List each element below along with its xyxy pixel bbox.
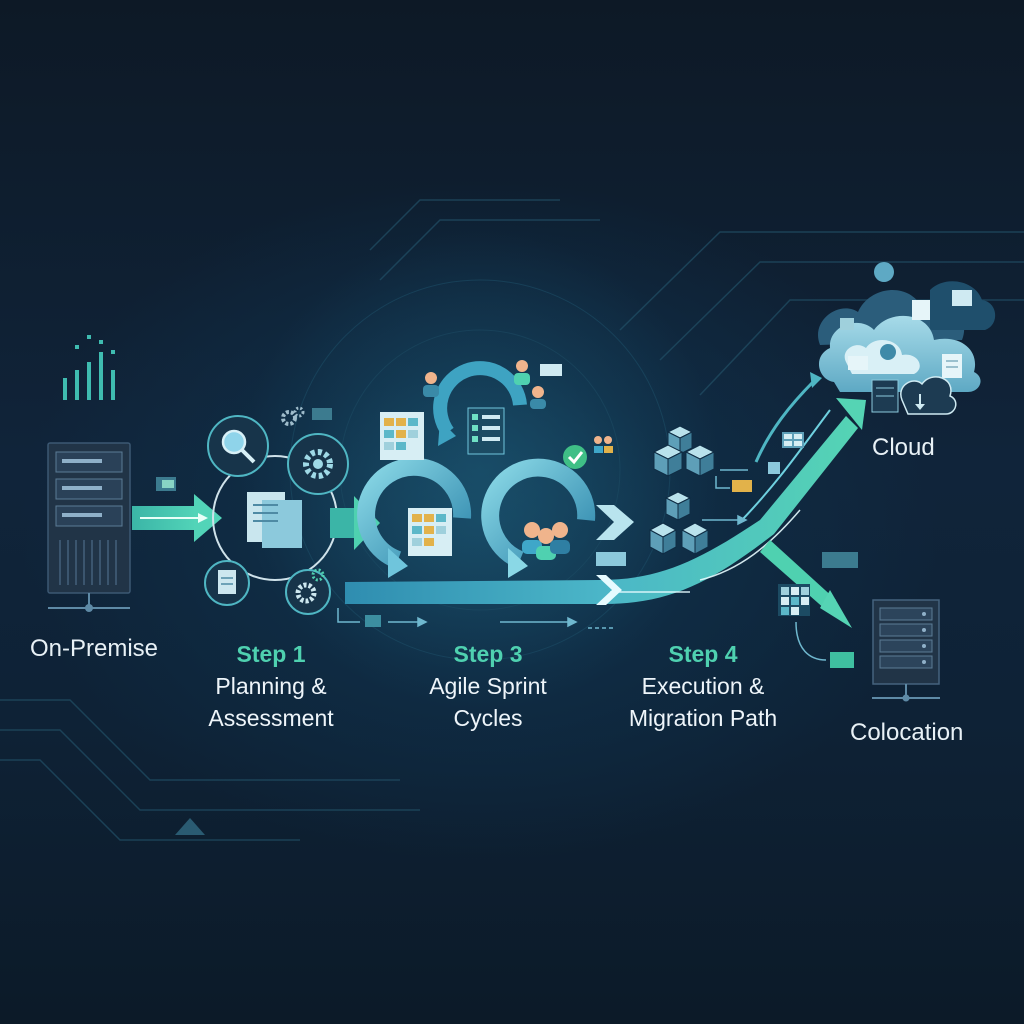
cloud-label: Cloud	[872, 434, 935, 461]
team-icon	[423, 360, 562, 409]
cube-cluster-icon	[648, 425, 716, 555]
kanban-board-icon	[380, 412, 424, 460]
server-icon	[47, 442, 131, 612]
data-bars-icon	[63, 335, 115, 400]
step4-title-line1: Execution &	[641, 673, 765, 700]
checklist-icon	[467, 407, 505, 455]
team-icon	[522, 522, 570, 560]
document-icon	[204, 560, 250, 606]
mini-tag-icon	[156, 477, 176, 491]
arrow-to-step1	[132, 494, 222, 542]
mini-tag-icon	[830, 652, 854, 668]
branch-to-colocation	[760, 540, 836, 610]
kanban-board-icon	[408, 508, 452, 556]
step1-number: Step 1	[236, 641, 306, 667]
gear-icon	[281, 406, 332, 426]
gear-icon	[287, 433, 349, 495]
chevron-arrow	[596, 505, 634, 605]
step4-title-line2: Migration Path	[628, 705, 778, 732]
step1-cluster	[204, 406, 349, 615]
sprint-loops	[357, 361, 596, 578]
step3-number: Step 3	[453, 641, 523, 667]
step4-number: Step 4	[668, 641, 738, 667]
mini-tag-icon	[365, 615, 381, 627]
circuit-lines	[0, 199, 1024, 841]
kanban-board-icon	[768, 432, 804, 474]
kanban-board-icon	[778, 584, 810, 616]
colocation-server-icon	[872, 599, 940, 702]
magnifier-icon	[207, 415, 269, 477]
checkmark-icon	[563, 445, 587, 469]
colocation-label: Colocation	[850, 719, 964, 746]
migration-path	[345, 416, 858, 604]
document-icon	[247, 492, 302, 548]
step4-label: Step 4 Execution & Migration Path	[618, 638, 788, 735]
step3-label: Step 3 Agile Sprint Cycles	[418, 638, 558, 735]
step1-label: Step 1 Planning & Assessment	[206, 638, 336, 735]
triangle-marker	[175, 818, 205, 835]
step1-title-line2: Assessment	[208, 705, 334, 732]
mini-tag-icon	[822, 552, 858, 568]
on-premise-label: On-Premise	[30, 635, 159, 662]
step1-title-line1: Planning &	[215, 673, 327, 700]
step3-title-line1: Agile Sprint	[429, 673, 547, 700]
mini-tag-icon	[732, 480, 752, 492]
gear-icon	[285, 568, 331, 615]
mini-tag-icon	[596, 552, 626, 566]
step3-title-line2: Cycles	[453, 705, 523, 732]
team-icon	[594, 436, 613, 453]
cloud-icon	[818, 262, 996, 415]
